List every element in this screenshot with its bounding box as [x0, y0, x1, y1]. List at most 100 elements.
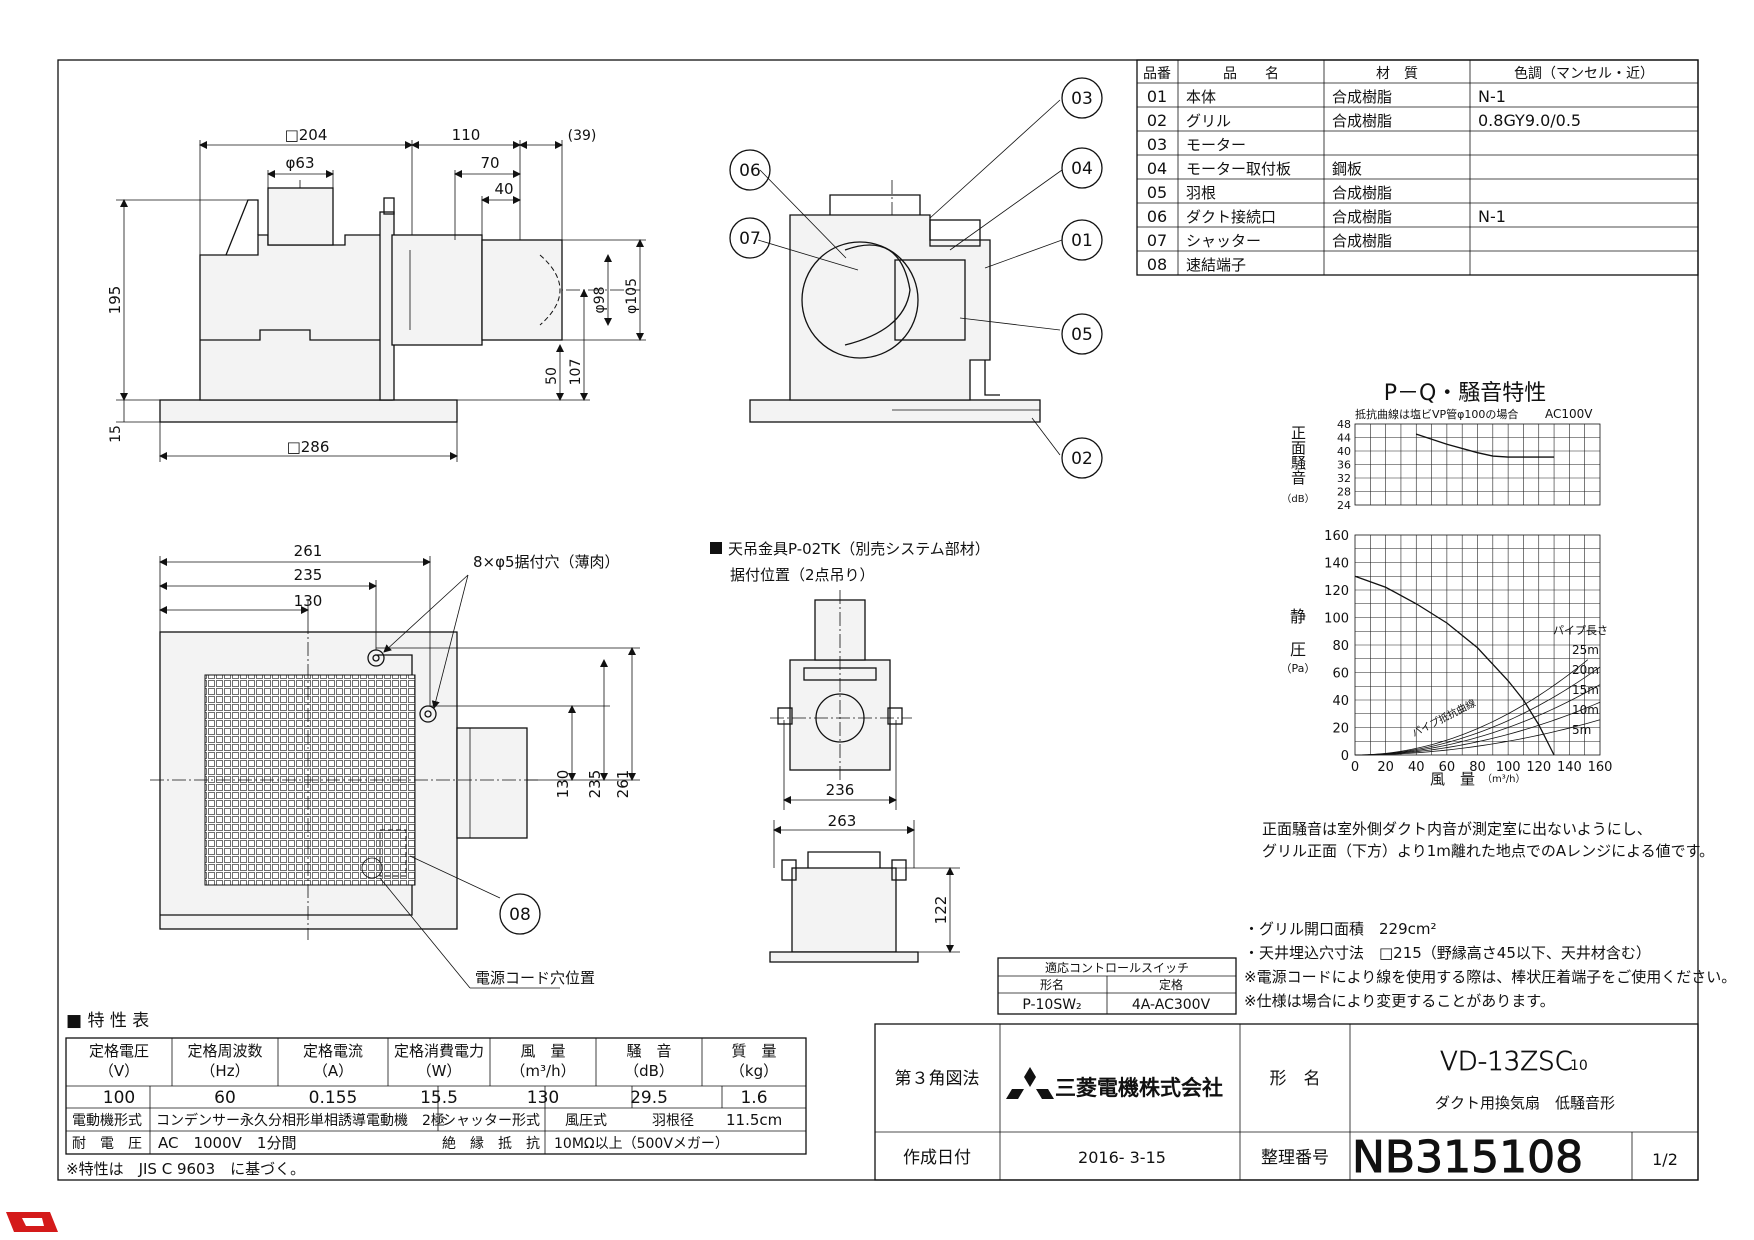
callout-07: 07 — [729, 217, 771, 259]
callout-01: 01 — [1061, 219, 1103, 261]
callout-03: 03 — [1061, 77, 1103, 119]
svg-text:08: 08 — [509, 905, 531, 925]
parts-header-name: 品 名 — [1223, 66, 1279, 82]
dim-63: φ63 — [286, 154, 315, 172]
pq-y-tick: 80 — [1332, 639, 1349, 654]
spec-value-noise: 29.5 — [630, 1088, 668, 1108]
callout-02: 02 — [1061, 437, 1103, 479]
spec-note-2: ・天井埋込穴寸法 □215（野縁高さ45以下、天井材含む） — [1244, 944, 1651, 962]
dim-plan-v130: 130 — [554, 770, 572, 799]
switch-header-model: 形名 — [1040, 977, 1064, 992]
blade-diameter-value: 11.5cm — [726, 1111, 782, 1129]
noise-y-tick: 36 — [1337, 459, 1351, 472]
callout-08: 08 — [499, 893, 541, 935]
parts-row-no: 04 — [1147, 159, 1167, 178]
pq-x-tick: 0 — [1351, 760, 1359, 775]
pipe-curve-5m — [1354, 719, 1601, 756]
spec-value-power: 15.5 — [420, 1088, 458, 1108]
insulation-value: 10MΩ以上（500Vメガー） — [554, 1136, 729, 1152]
parts-row-color: 0.8GY9.0/0.5 — [1478, 111, 1581, 130]
dim-plan-261: 261 — [294, 542, 323, 560]
pq-x-tick: 160 — [1588, 760, 1613, 775]
svg-text:06: 06 — [739, 161, 761, 181]
dim-122: 122 — [932, 896, 950, 925]
parts-row-no: 03 — [1147, 135, 1167, 154]
switch-rating: 4A-AC300V — [1132, 997, 1211, 1013]
dim-plan-v235: 235 — [586, 770, 604, 799]
pipe-curve-label: 15m — [1572, 683, 1599, 697]
spec-value-current: 0.155 — [309, 1088, 358, 1108]
svg-text:01: 01 — [1071, 231, 1093, 251]
noise-y-tick: 44 — [1337, 432, 1351, 445]
fan-curve — [1354, 575, 1555, 756]
dim-263: 263 — [828, 812, 857, 830]
svg-text:04: 04 — [1071, 159, 1093, 179]
spec-header-current: 定格電流 — [303, 1042, 363, 1060]
pipe-resistance-label: パイプ抵抗曲線 — [1409, 696, 1477, 739]
hanger-title-square — [710, 542, 722, 554]
parts-row-no: 08 — [1147, 255, 1167, 274]
noise-note-2: グリル正面（下方）より1m離れた地点でのAレンジによる値です。 — [1262, 842, 1714, 860]
pq-xlabel: 風 量 — [1430, 770, 1475, 788]
svg-text:05: 05 — [1071, 325, 1093, 345]
model-label: 形 名 — [1270, 1069, 1321, 1089]
spec-unit-power: （W） — [417, 1062, 462, 1080]
insulation-label: 絶 縁 抵 抗 — [442, 1136, 540, 1152]
parts-row-material: 合成樹脂 — [1332, 232, 1392, 250]
switch-header-rating: 定格 — [1159, 977, 1183, 992]
dim-110: 110 — [452, 126, 481, 144]
dim-98: φ98 — [592, 286, 608, 313]
pq-y-tick: 60 — [1332, 667, 1349, 682]
date-label: 作成日付 — [903, 1148, 971, 1168]
pipe-curve-label: 25m — [1572, 643, 1599, 657]
dim-107: 107 — [568, 359, 584, 386]
dim-195: 195 — [106, 286, 124, 315]
drawing-number: NB315108 — [1352, 1132, 1583, 1183]
noise-note-1: 正面騒音は室外側ダクト内音が測定室に出ないようにし、 — [1262, 820, 1652, 838]
withstand-voltage-label: 耐 電 圧 — [72, 1136, 142, 1152]
pipe-curve-20m — [1354, 666, 1601, 756]
spec-unit-frequency: （Hz） — [200, 1062, 249, 1080]
model-description: ダクト用換気扇 低騒音形 — [1435, 1094, 1615, 1112]
noise-yunit: （dB） — [1281, 493, 1314, 505]
blade-diameter-label: 羽根径 — [652, 1113, 694, 1129]
parts-row-no: 05 — [1147, 183, 1167, 202]
spec-unit-mass: （kg） — [730, 1062, 778, 1080]
svg-text:03: 03 — [1071, 89, 1093, 109]
spec-unit-current: （A） — [313, 1062, 353, 1080]
parts-row-material: 合成樹脂 — [1332, 208, 1392, 226]
spec-value-airflow: 130 — [527, 1088, 559, 1108]
number-label: 整理番号 — [1261, 1148, 1329, 1168]
switch-model: P-10SW₂ — [1022, 997, 1081, 1013]
motor-type-label: 電動機形式 — [72, 1113, 142, 1129]
pq-ylabel-2: 圧 — [1290, 640, 1306, 659]
noise-curve — [1416, 433, 1555, 458]
noise-y-tick: 24 — [1337, 499, 1351, 512]
parts-row-material: 合成樹脂 — [1332, 88, 1392, 106]
switch-table: 適応コントロールスイッチ 形名 定格 P-10SW₂ 4A-AC300V — [997, 957, 1237, 1015]
callout-05: 05 — [1061, 313, 1103, 355]
noise-y-tick: 40 — [1337, 445, 1351, 458]
pq-x-tick: 140 — [1557, 760, 1582, 775]
pipe-curve-label: 20m — [1572, 663, 1599, 677]
dim-236: 236 — [826, 781, 855, 799]
spec-header-airflow: 風 量 — [520, 1042, 565, 1060]
section-view-drawing — [749, 99, 1063, 456]
dim-15: 15 — [108, 425, 124, 443]
parts-row-material: 合成樹脂 — [1332, 184, 1392, 202]
spec-header-mass: 質 量 — [731, 1042, 776, 1060]
parts-row-no: 07 — [1147, 231, 1167, 250]
dim-plan-235: 235 — [294, 566, 323, 584]
dim-105: φ105 — [624, 278, 640, 314]
spec-footnote: ※特性は JIS C 9603 に基づく。 — [66, 1160, 305, 1178]
pipe-curve-label: 10m — [1572, 703, 1599, 717]
parts-row-name: シャッター — [1186, 232, 1261, 250]
parts-row-no: 01 — [1147, 87, 1167, 106]
spec-value-voltage: 100 — [103, 1088, 135, 1108]
projection-method: 第３角図法 — [895, 1069, 980, 1089]
parts-row-name: グリル — [1186, 112, 1231, 130]
callout-04: 04 — [1061, 147, 1103, 189]
pq-x-tick: 40 — [1408, 760, 1425, 775]
switch-title: 適応コントロールスイッチ — [1045, 960, 1189, 975]
holes-label: 8×φ5据付穴（薄肉） — [473, 553, 620, 571]
